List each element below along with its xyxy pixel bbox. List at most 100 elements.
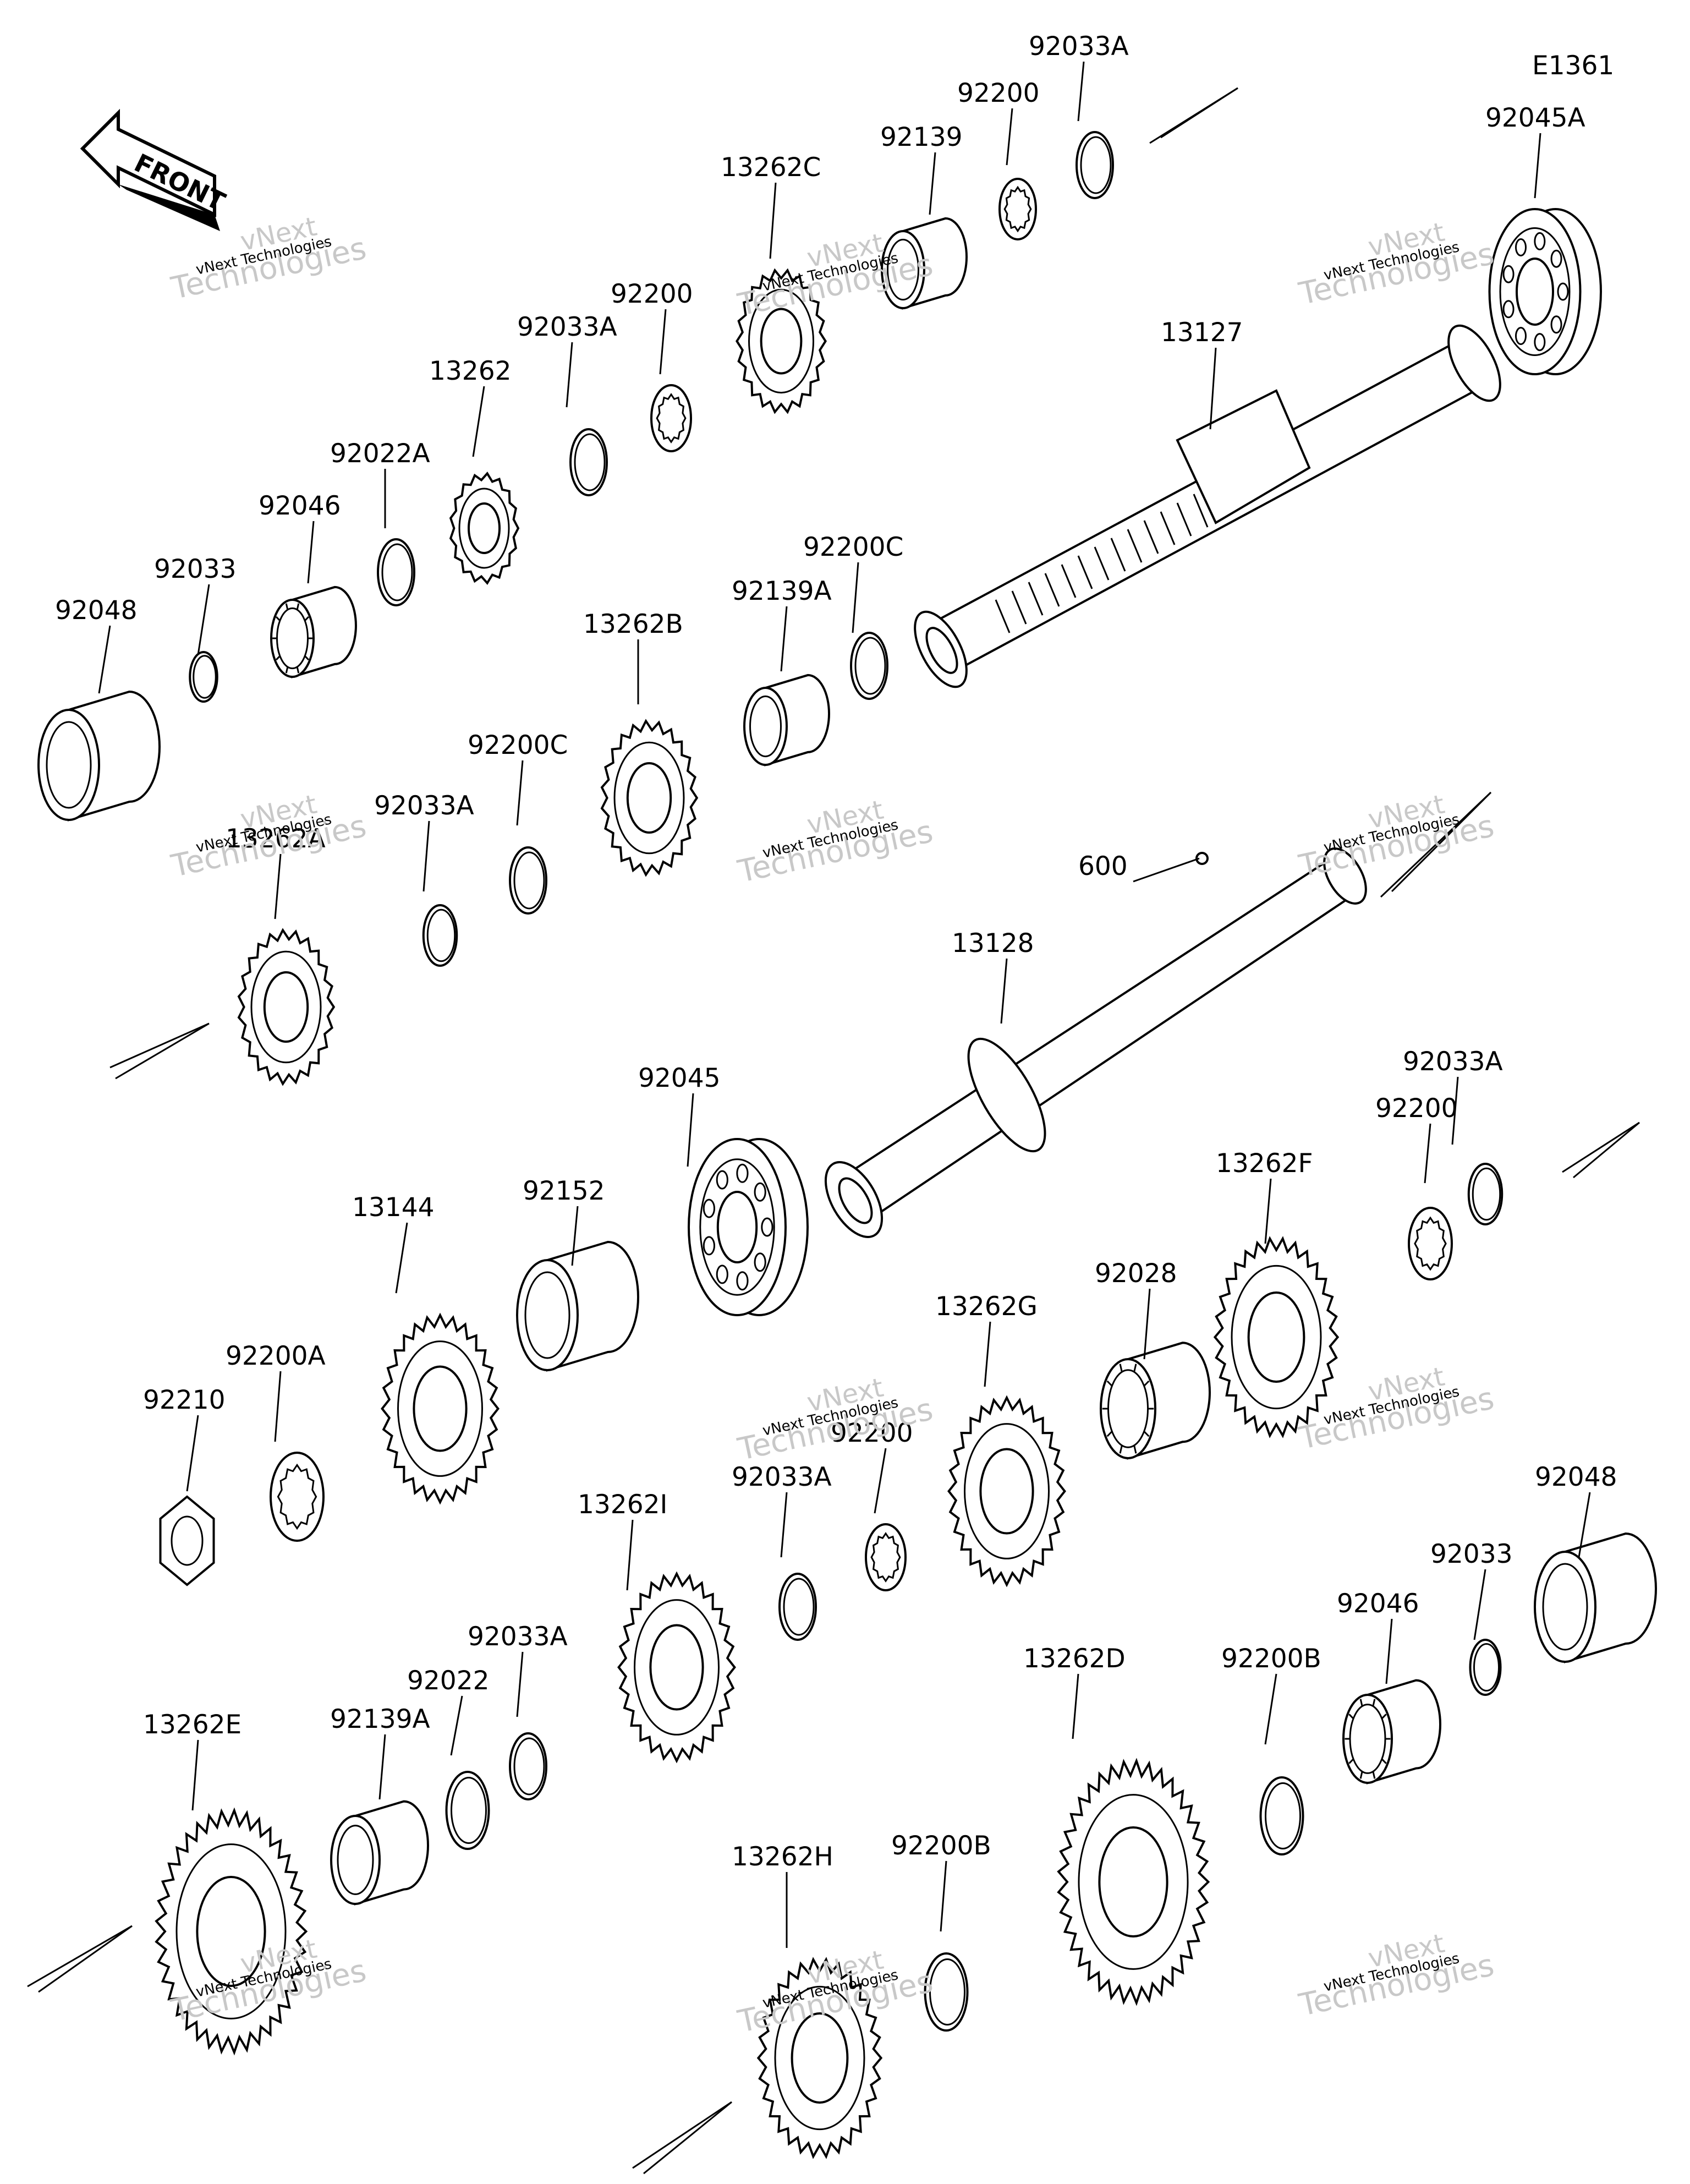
part-13262a [237,928,336,1086]
leader-line [687,1093,694,1167]
part-92200b [924,1952,969,2032]
part-label: 92200 [831,1418,913,1448]
leader-line [984,1321,991,1387]
part-92033a [422,904,458,967]
part-label: 92200B [1221,1644,1321,1674]
leader-line [307,521,315,584]
leader-line [571,1206,579,1266]
part-label: 13144 [352,1192,435,1223]
part-92022 [445,1771,490,1850]
part-13262b [600,719,699,877]
leader-line [874,1448,887,1514]
part-label: 13262B [583,609,683,639]
part-13262e [155,1807,308,2056]
leader-line [1424,1123,1431,1184]
part-label: 13128 [952,928,1034,959]
part-label: 92033A [1403,1047,1503,1077]
leader-line [197,584,210,655]
leader-line [1578,1492,1591,1558]
part-92200c [850,632,888,700]
part-label: 92200 [611,279,693,309]
shaft-13128 [824,847,1367,1238]
part-label: 92200A [226,1341,326,1371]
part-label: 92200C [803,532,903,562]
part-92048 [37,690,161,822]
part-600 [1195,852,1209,865]
leader-line [274,853,282,919]
leader-line [186,1415,199,1492]
part-label: 92046 [1337,1589,1419,1619]
part-92139a [330,1800,429,1906]
part-label: 92033A [1029,31,1129,62]
part-13262f [1213,1236,1340,1438]
part-92200b [1259,1776,1304,1855]
part-label: 13262E [143,1710,242,1740]
part-label: 13127 [1161,318,1243,348]
part-label: 92033 [1430,1539,1513,1569]
part-label: 13262C [721,152,821,183]
leader-line [422,820,430,892]
part-label: 92033A [517,312,617,342]
leader-line [395,1222,408,1294]
part-92152 [516,1240,639,1372]
part-13262g [947,1395,1066,1588]
part-label: 92028 [1095,1258,1177,1289]
leader-line [1451,1076,1459,1145]
leader-line [659,309,667,375]
part-92200c [509,846,547,915]
leader-line [1264,1673,1277,1745]
part-92200 [650,384,692,452]
part-label: 13262F [1216,1148,1313,1179]
part-label: 92045A [1485,103,1585,133]
part-13144 [381,1312,500,1505]
part-label: 92046 [259,491,341,521]
part-13262h [756,1957,883,2159]
part-label: 92033A [468,1622,568,1652]
leader-line [769,182,777,259]
part-label: 13262I [578,1490,667,1520]
part-label: 92045 [638,1063,721,1093]
part-label: 92210 [143,1385,226,1415]
front-arrow-icon: FRONT [80,108,230,231]
part-label: 92139A [330,1704,430,1734]
leader-line [852,562,859,633]
leader-line [1473,1569,1486,1640]
part-92210 [159,1495,215,1586]
part-92033a [1467,1163,1504,1225]
part-label: 13262 [429,356,512,386]
part-13262c [736,268,827,414]
part-92139a [743,674,830,767]
leader-line [1534,133,1541,199]
leader-line [780,1492,788,1558]
diagram-code: E1361 [1532,51,1614,81]
leader-line [516,1651,524,1717]
leader-line [1133,857,1200,883]
part-label: 92200B [891,1831,991,1861]
part-label: 92022A [330,439,430,469]
part-label: 92200 [957,78,1040,108]
part-92048 [1534,1532,1657,1663]
part-label: 13262A [226,824,326,854]
part-92033 [1469,1639,1502,1696]
part-label: 13262D [1023,1644,1126,1674]
leader-line [1006,108,1013,166]
leader-line [1143,1288,1151,1360]
part-label: 92200C [468,730,568,760]
part-label: 13262G [935,1291,1038,1322]
leader-line [1072,1673,1079,1739]
part-92033 [189,651,218,703]
leader-line [191,1739,199,1811]
part-92033a [509,1732,547,1800]
part-92046 [1342,1679,1441,1785]
part-label: 92033A [374,791,474,821]
part-label: 92200 [1375,1093,1458,1124]
leader-line [472,386,485,457]
leader-line [1209,347,1217,430]
part-label: 92048 [1535,1462,1617,1492]
leader-line [566,342,573,408]
part-92200 [865,1523,907,1591]
